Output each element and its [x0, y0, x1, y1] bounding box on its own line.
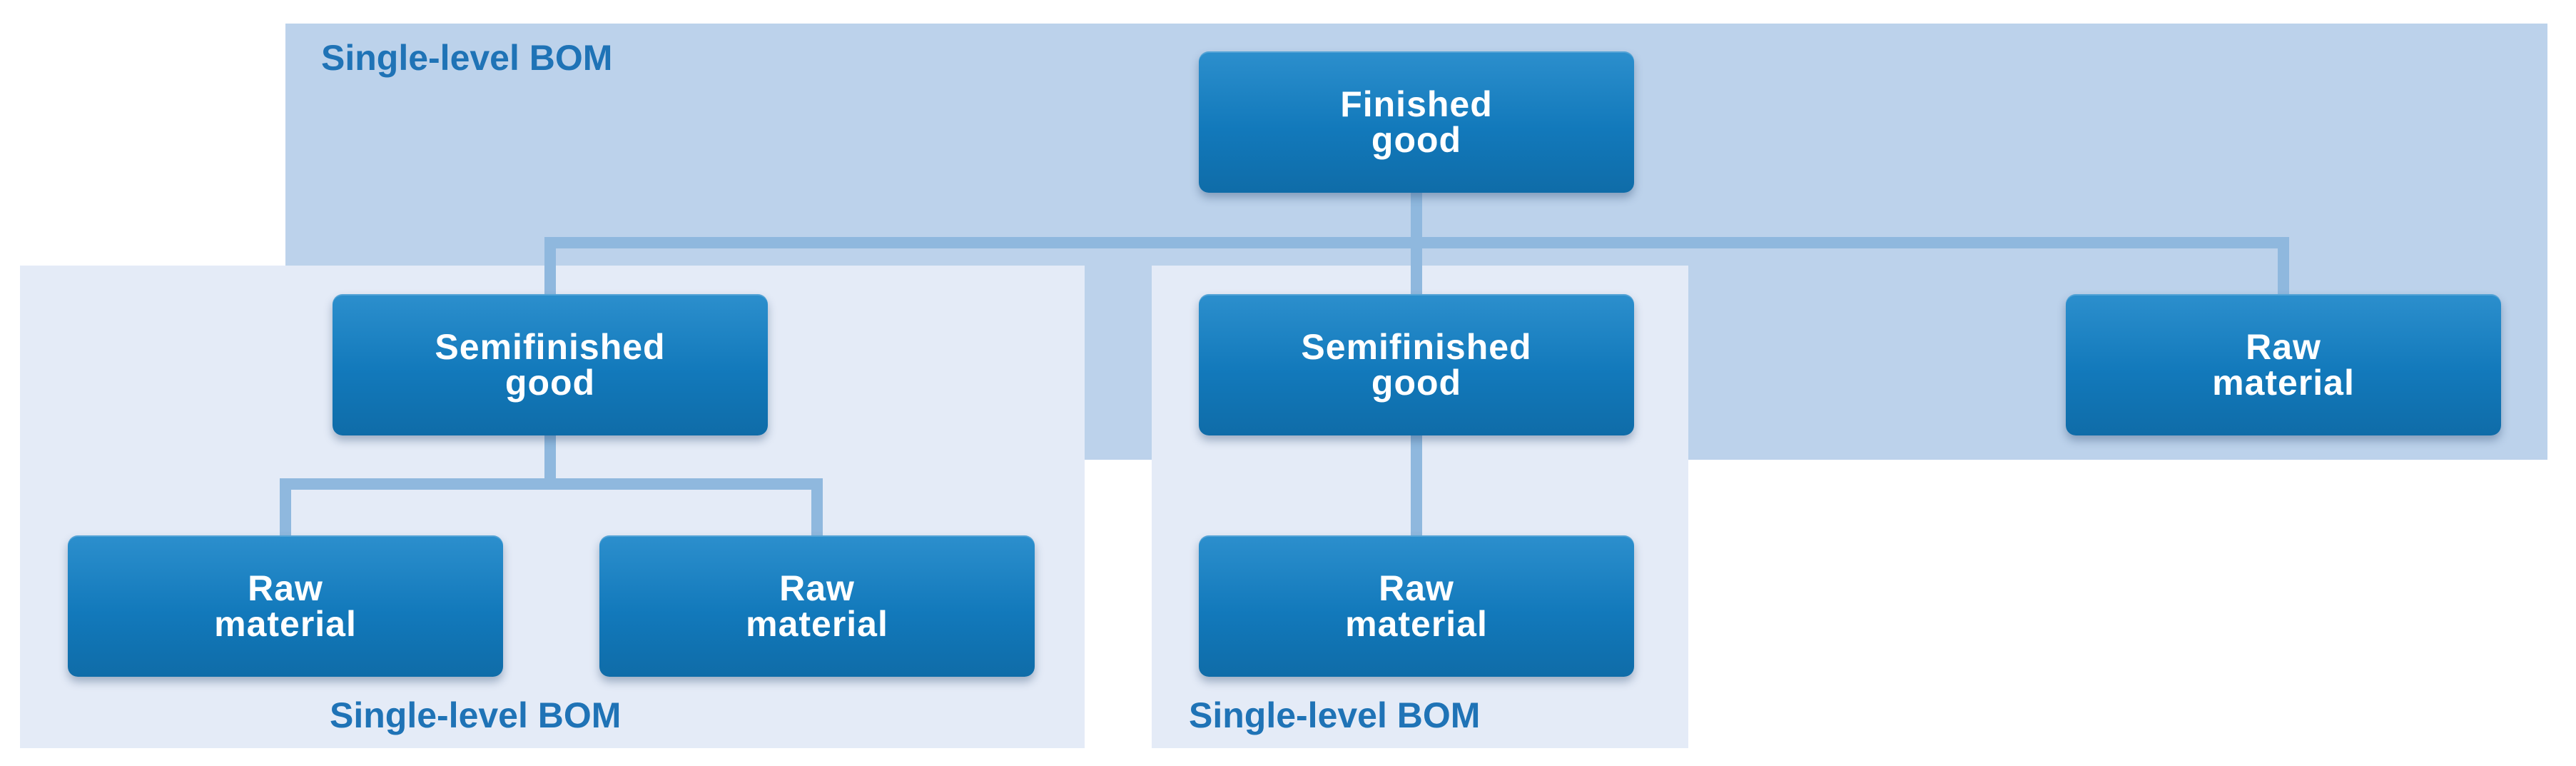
node-finished-good: Finished good — [1199, 51, 1634, 193]
region-label-middle: Single-level BOM — [1189, 695, 1481, 735]
node-raw-material-right: Raw material — [2066, 294, 2501, 435]
node-semifinished-good-middle: Semifinished good — [1199, 294, 1634, 435]
node-raw-material-middle: Raw material — [1199, 535, 1634, 677]
node-semifinished-good-left: Semifinished good — [333, 294, 768, 435]
node-raw-material-left-1: Raw material — [68, 535, 503, 677]
region-label-left: Single-level BOM — [330, 695, 622, 735]
region-label-top: Single-level BOM — [321, 38, 613, 78]
node-raw-material-left-2: Raw material — [599, 535, 1035, 677]
